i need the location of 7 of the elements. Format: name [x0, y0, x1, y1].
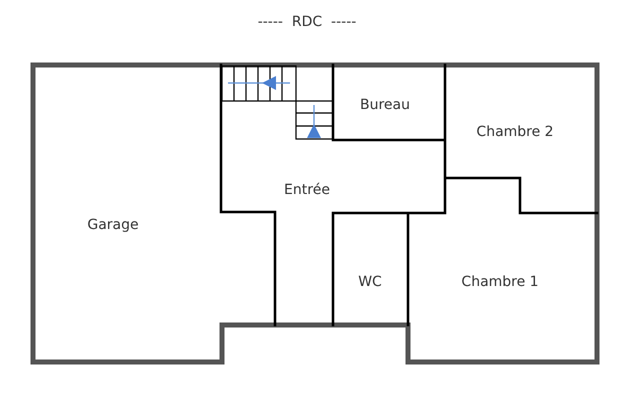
plan-title: ----- RDC -----: [258, 14, 356, 30]
room-label: Bureau: [360, 97, 410, 113]
room-label: Chambre 2: [476, 124, 554, 140]
room-label: Entrée: [284, 182, 330, 198]
room-label: Garage: [87, 217, 139, 233]
room-label: Chambre 1: [461, 274, 539, 290]
room-label: WC: [358, 274, 382, 290]
